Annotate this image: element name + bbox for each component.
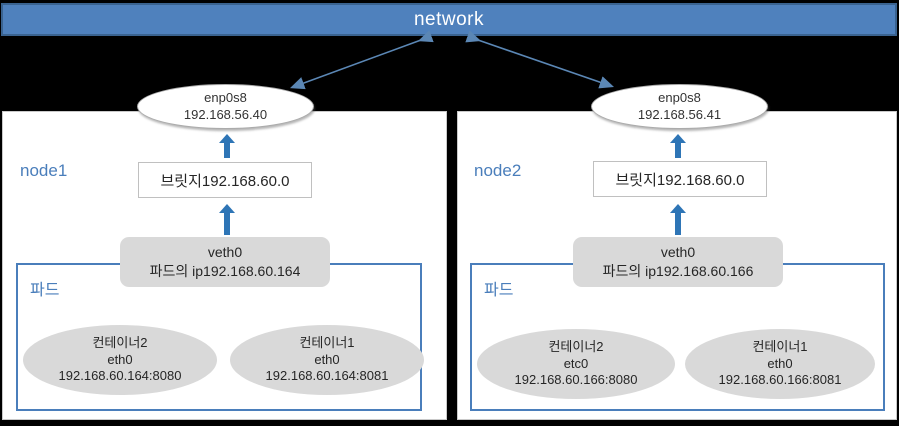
container-addr: 192.168.60.166:8080	[514, 372, 638, 388]
node2-interface-ip: 192.168.56.41	[637, 106, 722, 122]
arrow-stem	[675, 143, 681, 158]
node2-label: node2	[474, 161, 522, 180]
node1-veth-pod-ip: 파드의 ip192.168.60.164	[149, 263, 301, 279]
network-link-arrow-right	[465, 30, 615, 89]
node2-bridge-label: 브릿지192.168.60.0	[615, 171, 745, 189]
container-addr: 192.168.60.164:8081	[265, 368, 389, 384]
node2-container2-ellipse: 컨테이너2 etc0 192.168.60.166:8080	[477, 329, 675, 399]
node1-interface-ip: 192.168.56.40	[183, 106, 268, 122]
node2-veth-box: veth0 파드의 ip192.168.60.166	[573, 237, 783, 287]
arrow-stem	[224, 213, 230, 235]
node2-veth-to-bridge-arrow	[670, 204, 686, 235]
container-addr: 192.168.60.166:8081	[718, 372, 842, 388]
arrow-head-icon	[219, 204, 235, 213]
node2-pod-label: 파드	[484, 282, 514, 299]
container-name: 컨테이너2	[548, 338, 604, 354]
arrow-stem	[675, 213, 681, 235]
container-name: 컨테이너1	[752, 338, 808, 354]
node1-container1-ellipse: 컨테이너1 eth0 192.168.60.164:8081	[230, 325, 424, 395]
node1-bridge-label: 브릿지192.168.60.0	[160, 172, 290, 190]
arrow-head-icon	[219, 134, 235, 143]
node2-veth-name: veth0	[660, 244, 696, 261]
node1-bridge-box: 브릿지192.168.60.0	[138, 162, 312, 198]
node2-enp0s8-ellipse: enp0s8 192.168.56.41	[591, 84, 768, 129]
arrow-head-icon	[670, 134, 686, 143]
node2-veth-pod-ip: 파드의 ip192.168.60.166	[602, 263, 754, 279]
arrow-head-icon	[670, 204, 686, 213]
node1-veth-name: veth0	[207, 244, 243, 261]
arrow-stem	[224, 143, 230, 158]
node1-veth-box: veth0 파드의 ip192.168.60.164	[120, 237, 330, 287]
network-banner-label: network	[413, 8, 485, 30]
network-link-arrow-left	[289, 30, 434, 90]
node1-enp0s8-ellipse: enp0s8 192.168.56.40	[137, 84, 314, 129]
container-iface: eth0	[314, 351, 340, 367]
container-addr: 192.168.60.164:8080	[58, 368, 182, 384]
node1-interface-name: enp0s8	[204, 89, 247, 105]
node2-bridge-to-nic-arrow	[670, 134, 686, 158]
node2-interface-name: enp0s8	[658, 89, 701, 105]
network-banner: network	[1, 3, 897, 36]
node1-label: node1	[20, 161, 68, 180]
node1-pod-label: 파드	[30, 282, 60, 299]
container-name: 컨테이너1	[299, 334, 355, 350]
node1-bridge-to-nic-arrow	[219, 134, 235, 158]
node2-container1-ellipse: 컨테이너1 eth0 192.168.60.166:8081	[685, 329, 875, 399]
node1-container2-ellipse: 컨테이너2 eth0 192.168.60.164:8080	[23, 325, 217, 395]
node1-veth-to-bridge-arrow	[219, 204, 235, 235]
container-name: 컨테이너2	[92, 334, 148, 350]
node2-bridge-box: 브릿지192.168.60.0	[593, 161, 767, 197]
container-iface: etc0	[563, 355, 589, 371]
container-iface: eth0	[107, 351, 133, 367]
container-iface: eth0	[767, 355, 793, 371]
